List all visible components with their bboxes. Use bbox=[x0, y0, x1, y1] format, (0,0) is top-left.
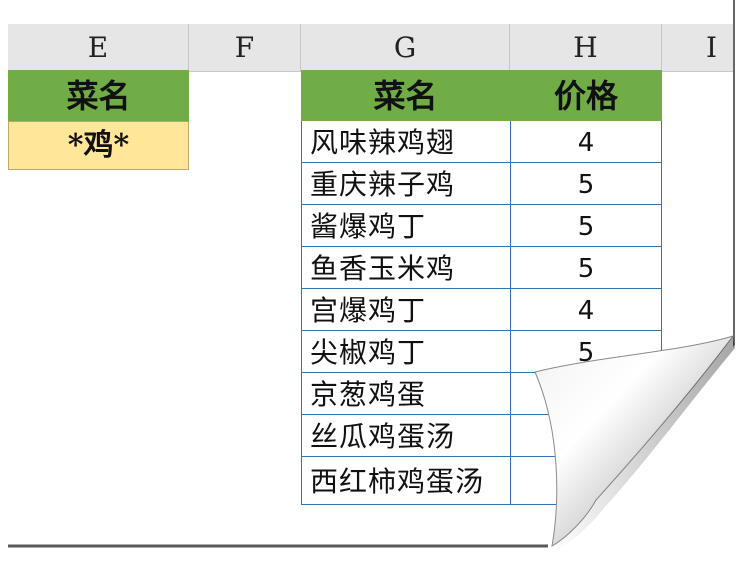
table-row-price[interactable]: 5 bbox=[510, 163, 662, 205]
criteria-header-cell[interactable]: 菜名 bbox=[8, 70, 189, 121]
column-header-g[interactable]: G bbox=[301, 24, 510, 71]
table-row-price[interactable]: 5 bbox=[510, 247, 662, 289]
table-row-name[interactable]: 丝瓜鸡蛋汤 bbox=[301, 415, 510, 457]
table-row-price[interactable]: 4 bbox=[510, 289, 662, 331]
table-row-price[interactable]: 5 bbox=[510, 205, 662, 247]
table-row-price[interactable] bbox=[510, 373, 662, 415]
table-row-price[interactable]: 4 bbox=[510, 121, 662, 163]
table-header-price[interactable]: 价格 bbox=[510, 70, 662, 121]
table-row-name[interactable]: 重庆辣子鸡 bbox=[301, 163, 510, 205]
column-header-i[interactable]: I bbox=[706, 31, 718, 64]
table-row-name[interactable]: 风味辣鸡翅 bbox=[301, 121, 510, 163]
column-header-f[interactable]: F bbox=[189, 24, 301, 71]
column-header-e[interactable]: E bbox=[8, 24, 189, 71]
table-row-price[interactable] bbox=[510, 457, 662, 505]
column-header-h[interactable]: H bbox=[510, 24, 662, 71]
table-row-price[interactable]: 5 bbox=[510, 331, 662, 373]
table-row-name[interactable]: 京葱鸡蛋 bbox=[301, 373, 510, 415]
table-row-name[interactable]: 西红柿鸡蛋汤 bbox=[301, 457, 510, 505]
table-header-name[interactable]: 菜名 bbox=[301, 70, 510, 121]
column-header-bar: E F G H I bbox=[8, 24, 734, 72]
table-row-name[interactable]: 鱼香玉米鸡 bbox=[301, 247, 510, 289]
table-row-name[interactable]: 宫爆鸡丁 bbox=[301, 289, 510, 331]
sheet-edge bbox=[733, 0, 735, 548]
criteria-value-cell[interactable]: *鸡* bbox=[8, 121, 189, 170]
table-row-name[interactable]: 酱爆鸡丁 bbox=[301, 205, 510, 247]
table-row-name[interactable]: 尖椒鸡丁 bbox=[301, 331, 510, 373]
table-row-price[interactable] bbox=[510, 415, 662, 457]
spreadsheet: E F G H I 菜名 *鸡* 菜名 价格 风味辣鸡翅 4 重庆辣子鸡 5 酱… bbox=[8, 2, 734, 546]
